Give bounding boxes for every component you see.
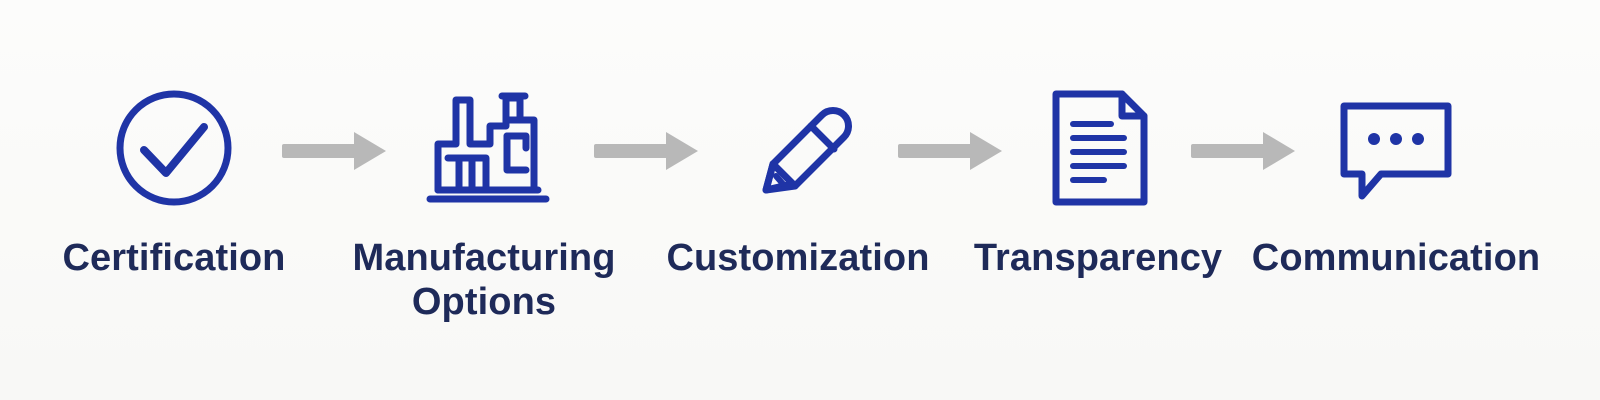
document-icon (1028, 78, 1168, 218)
check-circle-icon (104, 78, 244, 218)
factory-icon (414, 78, 554, 218)
step-label-line-1: Manufacturing (352, 237, 616, 279)
arrow-right-icon (274, 126, 394, 176)
arrow-right-icon (1183, 126, 1303, 176)
chat-bubble-icon (1326, 78, 1466, 218)
step-label-manufacturing-options: Manufacturing Options (339, 236, 629, 324)
arrow-right-icon (890, 126, 1010, 176)
arrow-right-icon (586, 126, 706, 176)
step-label-customization: Customization (666, 237, 930, 279)
step-label-transparency: Transparency (973, 237, 1223, 279)
pen-icon (728, 78, 868, 218)
step-label-line-2: Options (411, 281, 557, 323)
step-label-certification: Certification (62, 237, 286, 279)
step-label-communication: Communication (1251, 237, 1541, 279)
